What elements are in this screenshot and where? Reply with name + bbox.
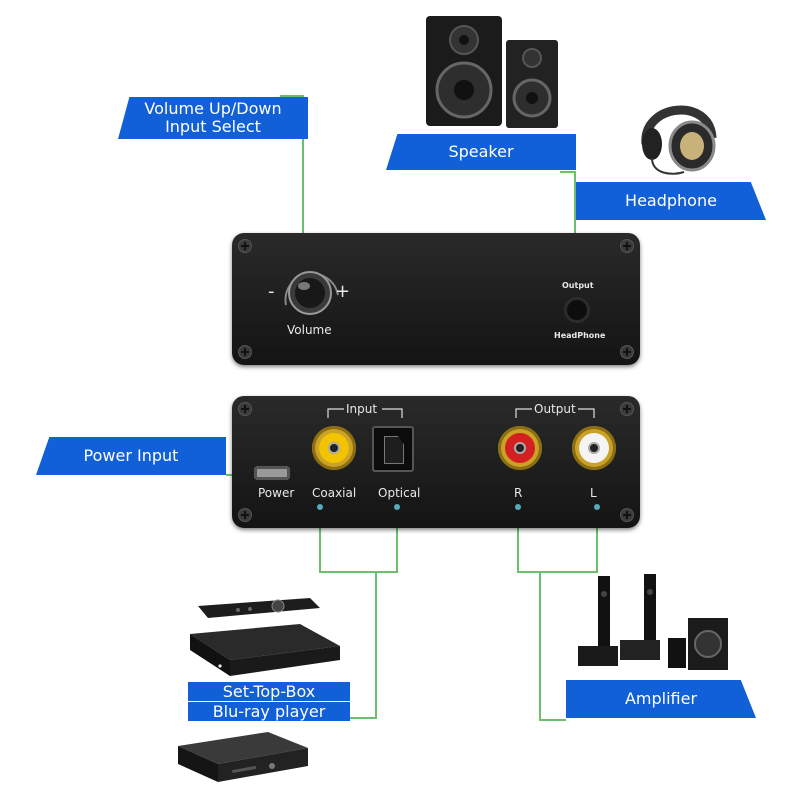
screw-icon bbox=[620, 239, 634, 253]
speaker-callout: Speaker bbox=[386, 134, 576, 170]
bluray-player-icon bbox=[178, 732, 308, 782]
screw-icon bbox=[620, 508, 634, 522]
volume-plus-label: + bbox=[335, 281, 351, 302]
optical-input-port[interactable] bbox=[372, 426, 414, 472]
output-group-label: Output bbox=[534, 402, 576, 416]
headphone-icon bbox=[641, 105, 717, 175]
left-connection-dot bbox=[594, 504, 600, 510]
screw-icon bbox=[238, 402, 252, 416]
optical-label: Optical bbox=[378, 486, 421, 500]
volume-callout: Volume Up/Down Input Select bbox=[118, 97, 308, 139]
screw-icon bbox=[620, 345, 634, 359]
coaxial-label: Coaxial bbox=[312, 486, 357, 500]
power-input-callout: Power Input bbox=[36, 437, 226, 475]
power-port[interactable] bbox=[254, 466, 290, 480]
coaxial-connection-dot bbox=[317, 504, 323, 510]
input-group-label: Input bbox=[346, 402, 378, 416]
speaker-icon bbox=[426, 16, 558, 128]
coaxial-input-jack[interactable] bbox=[312, 426, 356, 470]
screw-icon bbox=[620, 402, 634, 416]
volume-minus-label: - bbox=[268, 281, 275, 302]
group-brackets bbox=[327, 408, 595, 418]
right-connection-dot bbox=[515, 504, 521, 510]
volume-callout-line1: Volume Up/Down bbox=[144, 99, 282, 118]
screw-icon bbox=[238, 508, 252, 522]
amplifier-callout: Amplifier bbox=[566, 680, 756, 718]
set-top-box-callout: Set-Top-Box bbox=[188, 682, 350, 701]
headphone-jack[interactable] bbox=[564, 297, 590, 323]
right-channel-label: R bbox=[514, 486, 523, 500]
front-panel: - + Volume Output HeadPhone bbox=[232, 233, 640, 365]
volume-label: Volume bbox=[287, 323, 332, 337]
power-label: Power bbox=[258, 486, 295, 500]
screw-icon bbox=[238, 239, 252, 253]
right-output-jack[interactable] bbox=[498, 426, 542, 470]
volume-callout-line2: Input Select bbox=[165, 117, 261, 136]
amplifier-speakers-icon bbox=[578, 574, 728, 670]
headphone-callout: Headphone bbox=[576, 182, 766, 220]
headphone-output-label: Output bbox=[562, 281, 594, 290]
headphone-jack-label: HeadPhone bbox=[554, 331, 606, 340]
remote-control-icon bbox=[198, 598, 320, 618]
volume-knob[interactable] bbox=[268, 255, 352, 317]
screw-icon bbox=[238, 345, 252, 359]
optical-connection-dot bbox=[394, 504, 400, 510]
rear-panel: Input Output Power Coaxial Optical R L bbox=[232, 396, 640, 528]
set-top-box-icon bbox=[190, 598, 340, 676]
left-output-jack[interactable] bbox=[572, 426, 616, 470]
left-channel-label: L bbox=[590, 486, 597, 500]
bluray-callout: Blu-ray player bbox=[188, 702, 350, 721]
